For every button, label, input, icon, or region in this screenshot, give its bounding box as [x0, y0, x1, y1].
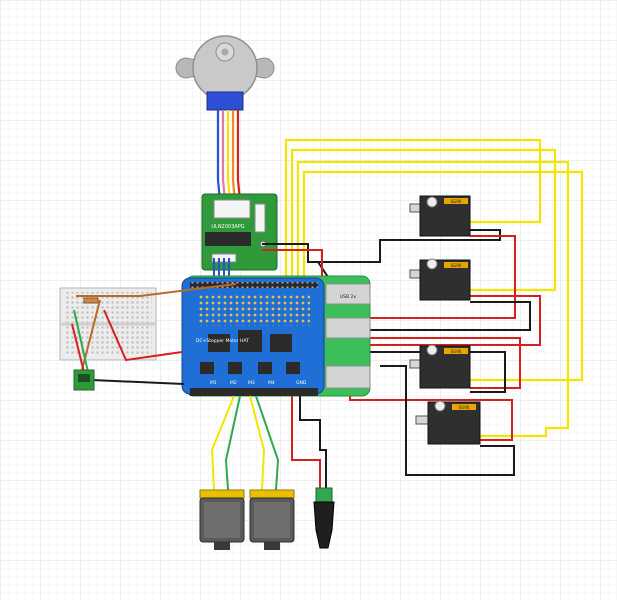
motor-hat-title: DC+Stepper Motor HAT [196, 338, 249, 344]
ethernet-port [325, 365, 371, 389]
driver-chip [205, 232, 251, 246]
usb-port-label: USB 2x [340, 294, 357, 300]
usb-port [325, 283, 371, 305]
sensor-module [73, 369, 95, 391]
motor-driver-chip [270, 334, 292, 352]
motor-hat-board: DC+Stepper Motor HAT M1 M2 M3 M4 GND [181, 277, 325, 396]
servo-motor-4: SG90 [415, 400, 481, 445]
stepper-motor [175, 35, 275, 111]
dc-motor-wires [210, 395, 280, 491]
servo-motor-3: SG90 [409, 344, 471, 389]
dc-barrel-jack [313, 487, 335, 549]
terminal-label-m1: M1 [210, 380, 217, 386]
servo-power-wires [317, 229, 541, 476]
dc-motor-1 [199, 489, 245, 550]
servo-label: SG90 [451, 349, 462, 354]
stepper-driver-board: ULN2003APG [201, 193, 278, 271]
servo-label: SG90 [451, 199, 462, 204]
terminal-label-m4: M4 [268, 380, 275, 386]
motor-terminal-block [190, 388, 318, 396]
terminal-label-m2: M2 [230, 380, 237, 386]
dc-power-wires [291, 396, 327, 490]
servo-label: SG90 [451, 263, 462, 268]
motor-driver-chip [208, 334, 230, 352]
servo-label: SG90 [459, 405, 470, 410]
terminal-label-m3: M3 [248, 380, 255, 386]
proto-area [198, 294, 310, 326]
pwm-chip [238, 330, 262, 352]
servo-motor-1: SG90 [409, 195, 471, 237]
resistor [83, 297, 99, 304]
servo-motor-2: SG90 [409, 258, 471, 301]
dc-motor-2 [249, 489, 295, 550]
mini-breadboard [59, 287, 157, 361]
usb-port [325, 317, 371, 339]
driver-chip-label: ULN2003APG [211, 224, 244, 230]
terminal-label-gnd: GND [296, 380, 307, 386]
yellow-servo-wires [284, 138, 584, 438]
